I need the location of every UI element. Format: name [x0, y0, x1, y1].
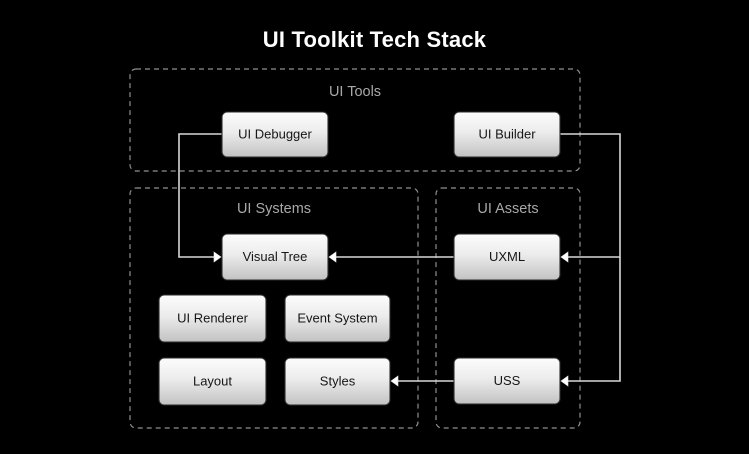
cluster-label-ui-tools: UI Tools — [329, 84, 381, 100]
node-ui-debugger[interactable]: UI Debugger — [221, 111, 329, 158]
cluster-group: UI Tools UI Systems UI Assets — [129, 68, 581, 429]
edge-ui-debugger-visual-tree — [178, 133, 222, 263]
node-box-ui-builder[interactable] — [453, 111, 561, 158]
node-uss[interactable]: USS — [453, 357, 561, 405]
node-box-visual-tree[interactable] — [221, 233, 329, 281]
node-ui-builder[interactable]: UI Builder — [453, 111, 561, 158]
node-styles[interactable]: Styles — [284, 357, 391, 406]
cluster-border-ui-assets — [435, 187, 581, 429]
edge-uss-styles-arrowhead — [390, 375, 399, 387]
node-label-layout: Layout — [193, 373, 232, 388]
node-label-ui-builder: UI Builder — [478, 126, 536, 141]
node-event-system[interactable]: Event System — [284, 294, 391, 343]
node-label-uxml: UXML — [489, 249, 525, 264]
node-label-styles: Styles — [320, 373, 356, 388]
node-box-event-system[interactable] — [284, 294, 391, 343]
node-visual-tree[interactable]: Visual Tree — [221, 233, 329, 281]
cluster-ui-assets: UI Assets — [435, 187, 581, 429]
node-box-styles[interactable] — [284, 357, 391, 406]
edge-uss-styles — [390, 375, 454, 387]
node-box-layout[interactable] — [158, 357, 267, 406]
edge-ui-debugger-visual-tree-arrowhead — [213, 251, 222, 263]
page-title: UI Toolkit Tech Stack — [262, 27, 487, 52]
edge-ui-builder-uss-line — [568, 257, 621, 382]
node-box-ui-renderer[interactable] — [158, 294, 267, 343]
edge-ui-builder-uss-arrowhead — [560, 375, 569, 387]
edge-ui-builder-uxml-arrowhead — [560, 251, 569, 263]
cluster-border-ui-tools — [129, 68, 581, 172]
edge-ui-debugger-visual-tree-line — [178, 133, 222, 258]
node-box-ui-debugger[interactable] — [221, 111, 329, 158]
cluster-label-ui-assets: UI Assets — [477, 201, 538, 217]
edge-ui-builder-uxml — [560, 133, 621, 263]
edge-uxml-visual-tree-arrowhead — [328, 251, 337, 263]
node-label-ui-renderer: UI Renderer — [177, 310, 248, 325]
node-label-event-system: Event System — [297, 310, 377, 325]
cluster-ui-systems: UI Systems — [129, 187, 419, 429]
node-layout[interactable]: Layout — [158, 357, 267, 406]
node-ui-renderer[interactable]: UI Renderer — [158, 294, 267, 343]
edge-ui-builder-uss — [560, 257, 621, 387]
cluster-label-ui-systems: UI Systems — [237, 201, 311, 217]
node-label-ui-debugger: UI Debugger — [238, 126, 312, 141]
cluster-ui-tools: UI Tools — [129, 68, 581, 172]
node-label-visual-tree: Visual Tree — [243, 249, 308, 264]
cluster-border-ui-systems — [129, 187, 419, 429]
node-uxml[interactable]: UXML — [453, 233, 561, 281]
node-box-uss[interactable] — [453, 357, 561, 405]
node-box-uxml[interactable] — [453, 233, 561, 281]
edge-ui-builder-uxml-line — [560, 133, 621, 258]
node-label-uss: USS — [494, 373, 521, 388]
edge-group — [178, 133, 621, 387]
edge-uxml-visual-tree — [328, 251, 454, 263]
